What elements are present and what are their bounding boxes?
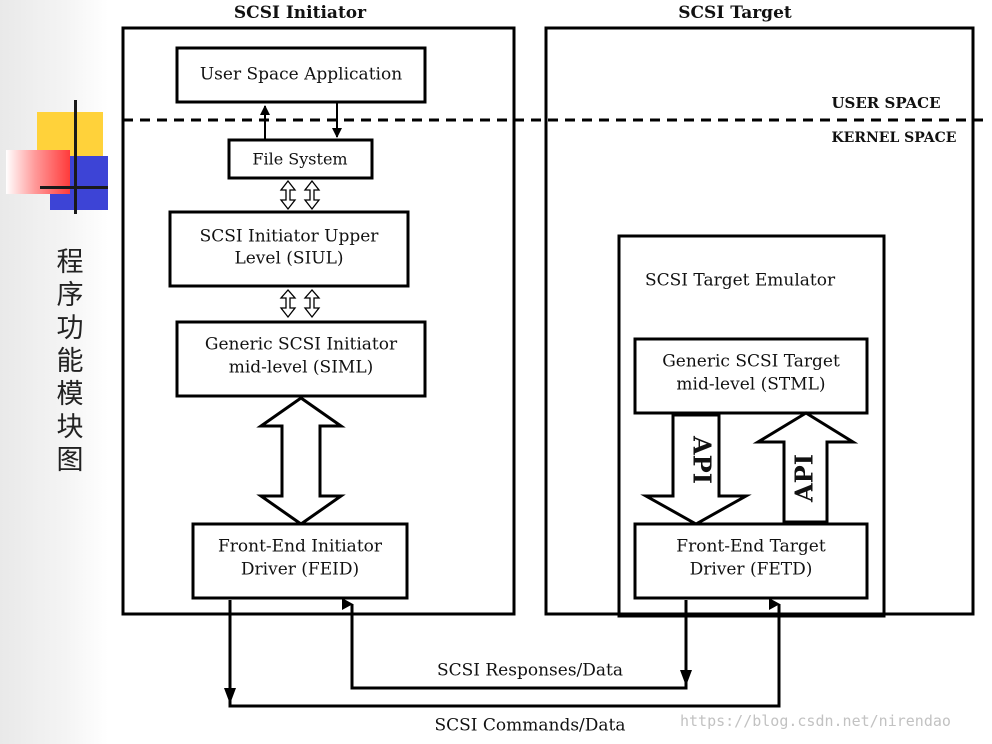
user-space-app-box (175, 46, 427, 104)
cross-vertical-line (74, 100, 77, 214)
file-system-box (227, 138, 374, 180)
siul-box (168, 210, 410, 288)
responses-label: SCSI Responses/Data (437, 661, 623, 681)
stml-box (633, 337, 869, 415)
api-up-label: API (790, 454, 819, 503)
fetd-label-line2: Driver (FETD) (690, 560, 813, 580)
target-panel (544, 26, 975, 616)
stml-label-line2: mid-level (STML) (676, 375, 825, 395)
feid-label-line2: Driver (FEID) (241, 560, 359, 580)
user-space-label: USER SPACE (831, 94, 940, 112)
siul-label-line1: SCSI Initiator Upper (200, 227, 380, 247)
target-title: SCSI Target (678, 3, 792, 23)
commands-initiator-arrowhead (224, 688, 236, 704)
siul-label-line2: Level (SIUL) (234, 249, 343, 269)
commands-path (228, 598, 781, 708)
api-down-arrow (640, 413, 752, 526)
feid-box (191, 522, 409, 600)
api-up-arrow (752, 411, 859, 524)
fs-siul-double-arrow (279, 179, 321, 211)
fetd-box (633, 522, 869, 600)
initiator-title: SCSI Initiator (234, 3, 367, 23)
kernel-space-label: KERNEL SPACE (832, 130, 957, 146)
siml-label-line1: Generic SCSI Initiator (205, 335, 398, 355)
cross-horizontal-line (40, 186, 108, 189)
target-emulator-box (617, 234, 886, 618)
slide-title: 程序功能模块图 (56, 247, 84, 476)
siml-box (175, 320, 427, 398)
watermark: https://blog.csdn.net/nirendao (680, 712, 951, 730)
feid-label-line1: Front-End Initiator (218, 537, 383, 557)
initiator-panel (121, 26, 516, 616)
siml-label-line2: mid-level (SIML) (229, 358, 374, 378)
api-down-label: API (688, 435, 717, 484)
stml-label-line1: Generic SCSI Target (662, 352, 840, 372)
siul-siml-double-arrow (279, 289, 321, 319)
responses-target-arrowhead (680, 670, 692, 686)
commands-label: SCSI Commands/Data (434, 716, 625, 736)
user-space-app-label: User Space Application (200, 65, 402, 85)
side-panel: 程序功能模块图 (0, 0, 108, 744)
fetd-label-line1: Front-End Target (676, 537, 826, 557)
file-system-label: File System (252, 150, 347, 169)
siml-feid-double-arrow (256, 396, 346, 526)
responses-path (342, 598, 688, 690)
target-emulator-label: SCSI Target Emulator (645, 271, 836, 291)
